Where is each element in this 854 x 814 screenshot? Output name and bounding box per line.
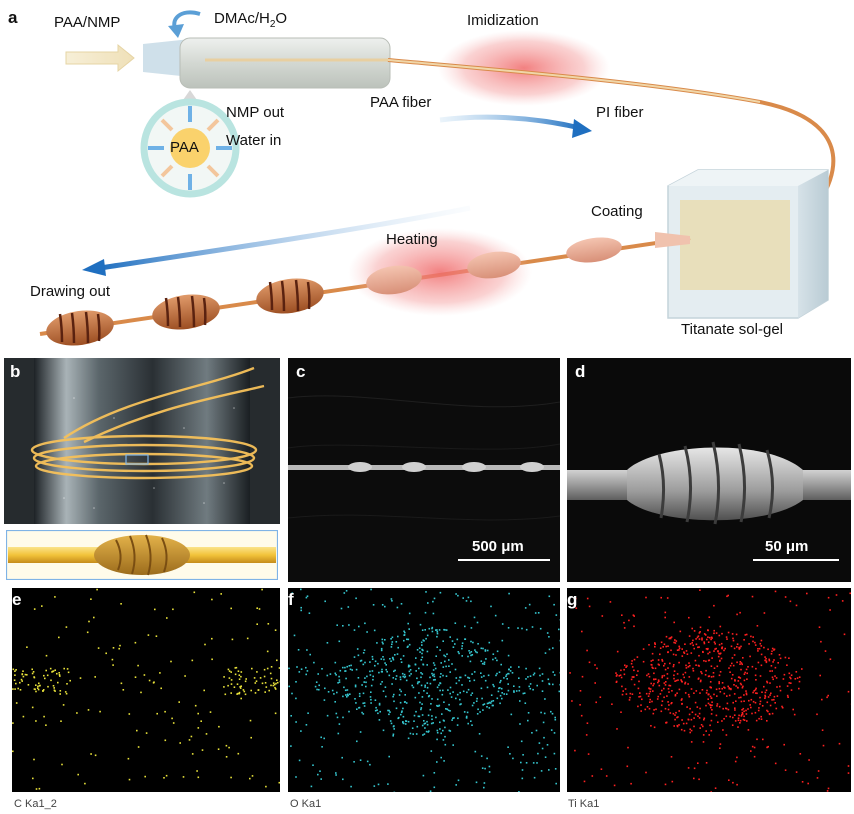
scale-bar-d: [753, 559, 839, 561]
bead-striped: [152, 294, 220, 330]
fabrication-schematic: [39, 10, 836, 346]
drawing-out-arrow: [99, 205, 471, 271]
panel-e: e: [12, 588, 280, 792]
scale-label-c: 500 μm: [472, 538, 524, 555]
label-dmac-h2o: DMAc/H2O: [214, 10, 287, 30]
label-paa-fiber: PAA fiber: [370, 94, 432, 111]
bead-striped: [256, 278, 324, 314]
panel-letter-b: b: [10, 362, 21, 381]
sem-image-high-mag: [567, 358, 851, 582]
label-drawing-out: Drawing out: [30, 283, 111, 300]
panel-f: f: [288, 588, 560, 792]
panel-letter-g: g: [567, 590, 578, 609]
label-pi-fiber: PI fiber: [596, 104, 644, 121]
coagulation-tube: [179, 37, 391, 89]
eds-map-oxygen: [288, 588, 560, 792]
eds-map-carbon: [12, 588, 280, 790]
label-heating: Heating: [386, 231, 438, 248]
scale-bar-c: [458, 559, 550, 561]
panel-letter-f: f: [288, 590, 294, 609]
panel-letter-a: a: [8, 8, 18, 27]
label-dmac-suffix: O: [275, 10, 288, 27]
sem-image-low-mag: [288, 358, 560, 582]
imidization-glow: [438, 30, 610, 106]
bead-pink: [566, 237, 622, 263]
eds-map-titanium: [569, 589, 851, 792]
panel-a: a PAA/NMP DMAc/H2O Imidization NMP out W…: [0, 0, 854, 352]
panel-letter-c: c: [296, 362, 306, 381]
label-titanate: Titanate sol-gel: [681, 321, 783, 338]
panel-g: g: [567, 588, 851, 792]
panel-letter-e: e: [12, 590, 22, 609]
label-nmp-out: NMP out: [226, 104, 285, 121]
feed-arrow: [65, 43, 135, 73]
pi-fiber-arrow: [439, 114, 581, 131]
label-coating: Coating: [591, 203, 643, 220]
panel-b: b: [4, 358, 280, 582]
label-dmac-sub: 2: [269, 19, 276, 30]
label-water-in: Water in: [226, 132, 282, 149]
panel-letter-d: d: [575, 362, 586, 381]
bead-striped: [46, 310, 114, 346]
glass-rod-photo: [4, 358, 280, 524]
caption-e: C Ka1_2: [14, 798, 57, 810]
label-paa-nmp: PAA/NMP: [54, 14, 121, 31]
label-dmac-prefix: DMAc/H: [214, 10, 270, 27]
bead-pink: [467, 251, 521, 279]
label-paa: PAA: [170, 139, 199, 156]
label-imidization: Imidization: [467, 12, 539, 29]
scale-label-d: 50 μm: [765, 538, 809, 555]
zoomed-fiber-inset: [6, 530, 278, 580]
panel-d: d 50 μm: [567, 358, 851, 582]
bead-pink: [366, 265, 422, 295]
panel-c: c 500 μm: [288, 358, 560, 582]
caption-f: O Ka1: [290, 798, 322, 810]
caption-g: Ti Ka1: [568, 798, 600, 810]
diffusion-arrows: [148, 106, 232, 190]
